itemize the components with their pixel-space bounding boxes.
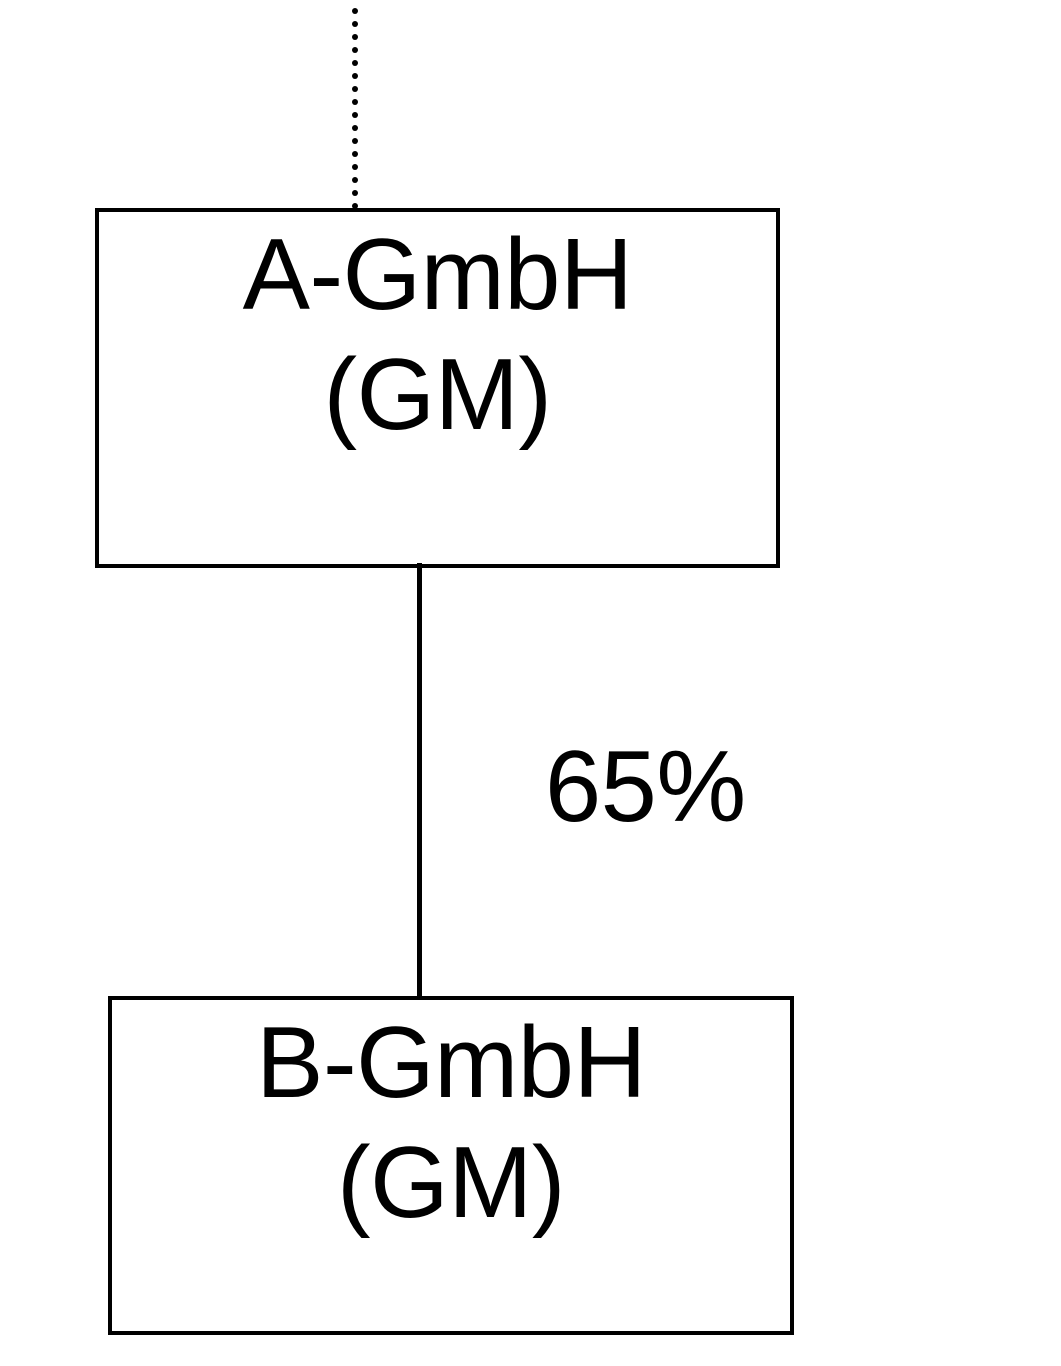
connector-dot bbox=[352, 164, 358, 170]
connector-dot bbox=[352, 86, 358, 92]
entity-a-legal-form: (GM) bbox=[323, 339, 552, 451]
connector-dot bbox=[352, 138, 358, 144]
edge-a-to-b bbox=[417, 563, 422, 1000]
connector-dot bbox=[352, 21, 358, 27]
edge-label-ownership-percent: 65% bbox=[545, 731, 746, 843]
connector-dot bbox=[352, 73, 358, 79]
connector-dot bbox=[352, 177, 358, 183]
connector-dot bbox=[352, 112, 358, 118]
entity-b-name: B-GmbH bbox=[256, 1007, 646, 1119]
entity-box-a-gmbh[interactable]: A-GmbH (GM) bbox=[95, 208, 780, 568]
connector-dot bbox=[352, 34, 358, 40]
connector-dot bbox=[352, 60, 358, 66]
connector-dot bbox=[352, 203, 358, 209]
connector-dot bbox=[352, 8, 358, 14]
connector-dot bbox=[352, 99, 358, 105]
entity-box-b-gmbh[interactable]: B-GmbH (GM) bbox=[108, 996, 794, 1335]
connector-dot bbox=[352, 151, 358, 157]
connector-dot bbox=[352, 47, 358, 53]
entity-a-name: A-GmbH bbox=[242, 219, 633, 331]
dotted-parent-connector bbox=[352, 8, 358, 212]
connector-dot bbox=[352, 190, 358, 196]
connector-dot bbox=[352, 125, 358, 131]
entity-b-legal-form: (GM) bbox=[337, 1127, 565, 1239]
